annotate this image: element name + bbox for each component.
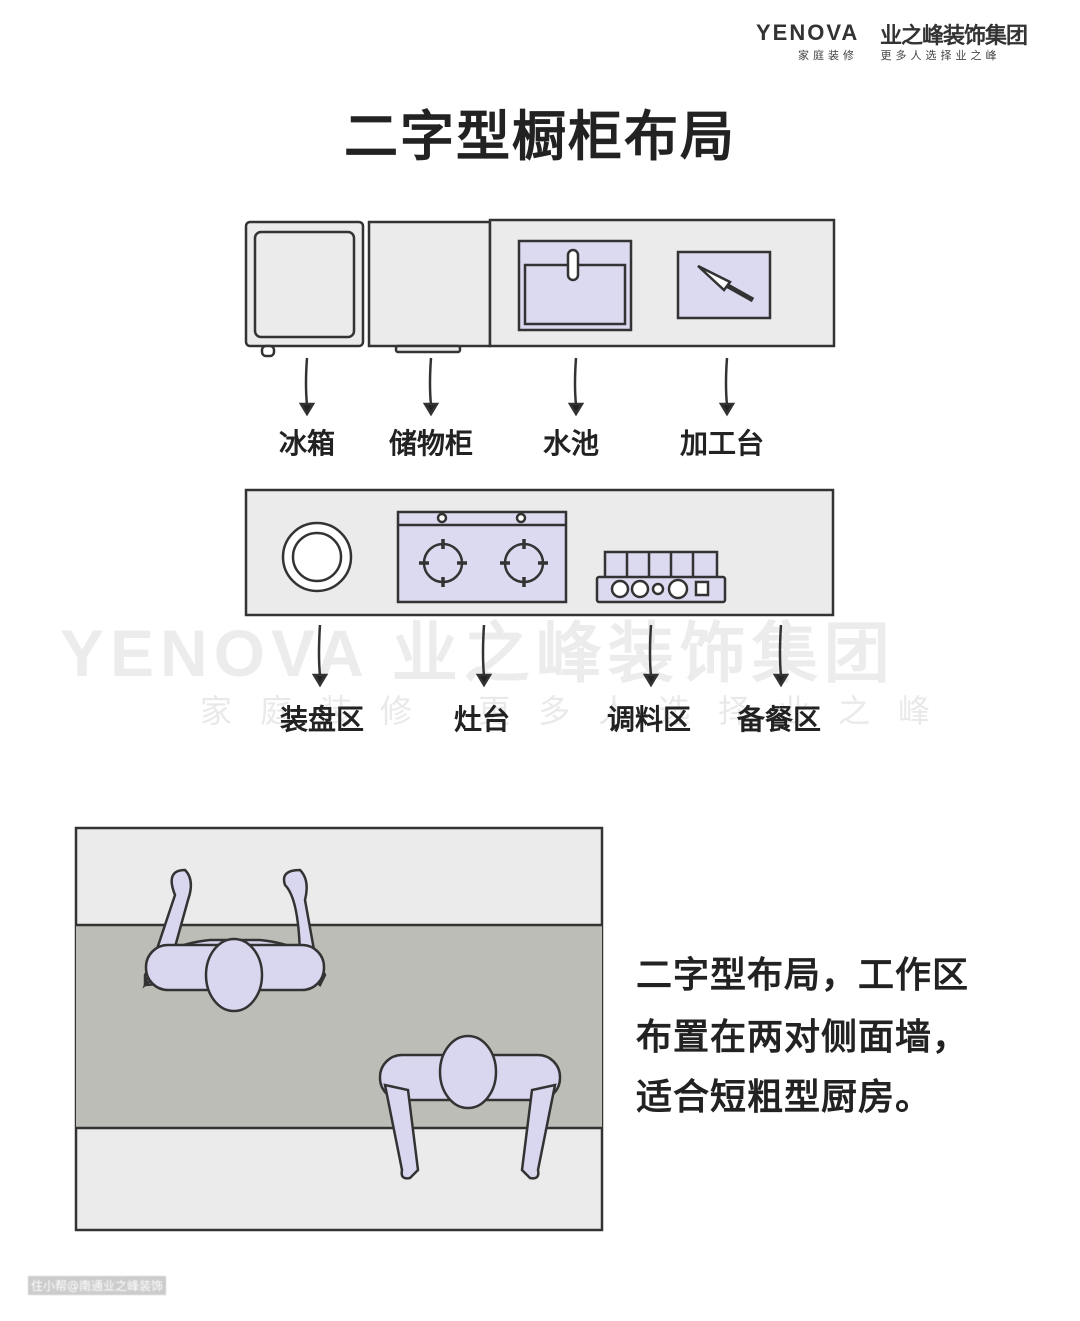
description-line-3: 适合短粗型厨房。 (636, 1077, 933, 1118)
brand-slogan: 家庭装修 更多人选择业之峰 (798, 49, 1001, 62)
label-sink: 水池 (542, 427, 600, 460)
label-plating-area: 装盘区 (279, 703, 365, 736)
top-arrows (298, 357, 736, 417)
plate-icon (281, 521, 353, 593)
fridge-icon (244, 220, 365, 358)
label-seasoning-area: 调料区 (606, 703, 692, 736)
label-serving-area: 备餐区 (736, 703, 822, 736)
label-prep-table: 加工台 (679, 427, 765, 460)
page-title: 二字型橱柜布局 (344, 105, 736, 168)
seasoning-rack-icon (595, 550, 727, 604)
source-credit-watermark: 住小帮@南通业之峰装饰 (28, 1276, 167, 1295)
label-storage-cabinet: 储物柜 (388, 427, 474, 460)
label-fridge: 冰箱 (278, 427, 336, 460)
description-line-2: 布置在两对侧面墙， (636, 1017, 970, 1058)
watermark-brand: YENOVA 业之峰装饰集团 (60, 616, 896, 690)
bottom-arrows (311, 624, 790, 688)
cutting-board-knife-icon (676, 250, 772, 320)
label-stove: 灶台 (453, 703, 511, 736)
description-line-1: 二字型布局，工作区 (636, 955, 970, 996)
brand-logo-cn: 业之峰装饰集团 (880, 24, 1028, 49)
person-icon (378, 1034, 562, 1180)
stove-icon (396, 510, 568, 604)
cabinet-icon (367, 220, 492, 354)
brand-logo-en: YENOVA (756, 20, 860, 45)
person-icon (142, 868, 327, 1013)
watermark-slogan: 家庭装修 更多人选择业之峰 (200, 692, 959, 730)
sink-icon (517, 239, 633, 332)
